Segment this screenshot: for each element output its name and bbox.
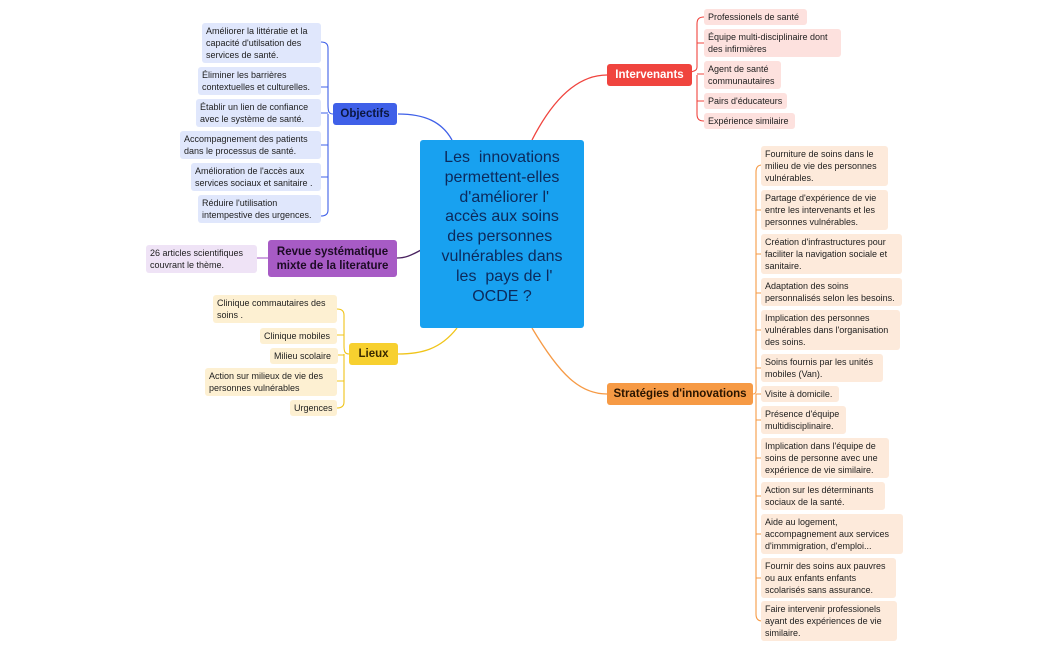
link-central-revue — [396, 249, 422, 259]
leaf-lieu[interactable]: Clinique commautaires des soins . — [213, 295, 337, 323]
bracket-strategies — [752, 164, 763, 622]
branch-strategies[interactable]: Stratégies d'innovations — [607, 383, 753, 405]
leaf-strategie[interactable]: Partage d'expérience de vie entre les in… — [761, 190, 888, 230]
central-line: OCDE ? — [472, 287, 532, 305]
leaf-strategie[interactable]: Fourniture de soins dans le milieu de vi… — [761, 146, 888, 186]
central-line: accès aux soins — [445, 208, 559, 226]
link-central-intervenants — [531, 74, 608, 141]
leaf-strategie[interactable]: Implication des personnes vulnérables da… — [761, 310, 900, 350]
central-line: d'améliorer l' — [454, 188, 550, 206]
leaf-lieu[interactable]: Milieu scolaire — [270, 348, 338, 364]
leaf-strategie[interactable]: Création d'infrastructures pour facilite… — [761, 234, 902, 274]
central-line: des personnes — [447, 228, 557, 246]
branch-label: Lieux — [358, 348, 389, 360]
branch-objectifs[interactable]: Objectifs — [333, 103, 397, 125]
link-central-lieux — [397, 327, 458, 355]
ticks-strategies — [756, 209, 761, 579]
leaf-intervenant[interactable]: Équipe multi-disciplinaire dont des infi… — [704, 29, 841, 57]
leaf-intervenant[interactable]: Agent de santé communautaires — [704, 61, 781, 89]
link-central-strategies — [531, 327, 608, 395]
central-line: Les innovations — [444, 149, 560, 166]
leaf-strategie[interactable]: Visite à domicile. — [761, 386, 839, 402]
central-line: permettent-elles — [444, 168, 560, 186]
leaf-intervenant[interactable]: Expérience similaire — [704, 113, 795, 129]
branch-label: Intervenants — [615, 69, 684, 81]
leaf-intervenant[interactable]: Pairs d'éducateurs — [704, 93, 787, 109]
link-central-objectifs — [397, 113, 453, 141]
leaf-objectif[interactable]: Améliorer la littératie et la capacité d… — [202, 23, 321, 63]
leaf-lieu[interactable]: Urgences — [290, 400, 337, 416]
bracket-objectifs — [320, 41, 334, 217]
leaf-revue[interactable]: 26 articles scientifiques couvrant le th… — [146, 245, 257, 273]
leaf-lieu[interactable]: Action sur milieux de vie des personnes … — [205, 368, 337, 396]
ticks-objectifs — [321, 86, 328, 178]
leaf-objectif[interactable]: Accompagnement des patients dans le proc… — [180, 131, 321, 159]
branch-label: Revue systématique mixte de la literatur… — [276, 245, 389, 272]
leaf-objectif[interactable]: Éliminer les barrières contextuelles et … — [198, 67, 321, 95]
central-topic[interactable]: Les innovations permettent-elles d'améli… — [420, 140, 584, 328]
ticks-intervenants — [697, 42, 704, 102]
branch-revue[interactable]: Revue systématique mixte de la literatur… — [268, 240, 397, 277]
bracket-lieux — [336, 308, 350, 409]
leaf-strategie[interactable]: Faire intervenir professionels ayant des… — [761, 601, 897, 641]
leaf-objectif[interactable]: Établir un lien de confiance avec le sys… — [196, 99, 321, 127]
leaf-lieu[interactable]: Clinique mobiles — [260, 328, 337, 344]
leaf-objectif[interactable]: Amélioration de l'accès aux services soc… — [191, 163, 321, 191]
leaf-objectif[interactable]: Réduire l'utilisation intempestive des u… — [198, 195, 321, 223]
leaf-strategie[interactable]: Aide au logement, accompagnement aux ser… — [761, 514, 903, 554]
central-line: vulnérables dans — [441, 247, 563, 265]
ticks-lieux — [337, 334, 344, 382]
branch-label: Stratégies d'innovations — [613, 388, 747, 400]
leaf-strategie[interactable]: Action sur les déterminants sociaux de l… — [761, 482, 885, 510]
branch-intervenants[interactable]: Intervenants — [607, 64, 692, 86]
leaf-intervenant[interactable]: Professionels de santé — [704, 9, 807, 25]
leaf-strategie[interactable]: Soins fournis par les unités mobiles (Va… — [761, 354, 883, 382]
leaf-strategie[interactable]: Adaptation des soins personnalisés selon… — [761, 278, 902, 306]
leaf-strategie[interactable]: Fournir des soins aux pauvres ou aux enf… — [761, 558, 896, 598]
branch-lieux[interactable]: Lieux — [349, 343, 398, 365]
central-line: les pays de l' — [451, 267, 553, 285]
branch-label: Objectifs — [340, 108, 390, 120]
leaf-strategie[interactable]: Implication dans l'équipe de soins de pe… — [761, 438, 889, 478]
leaf-strategie[interactable]: Présence d'équipe multidisciplinaire. — [761, 406, 846, 434]
